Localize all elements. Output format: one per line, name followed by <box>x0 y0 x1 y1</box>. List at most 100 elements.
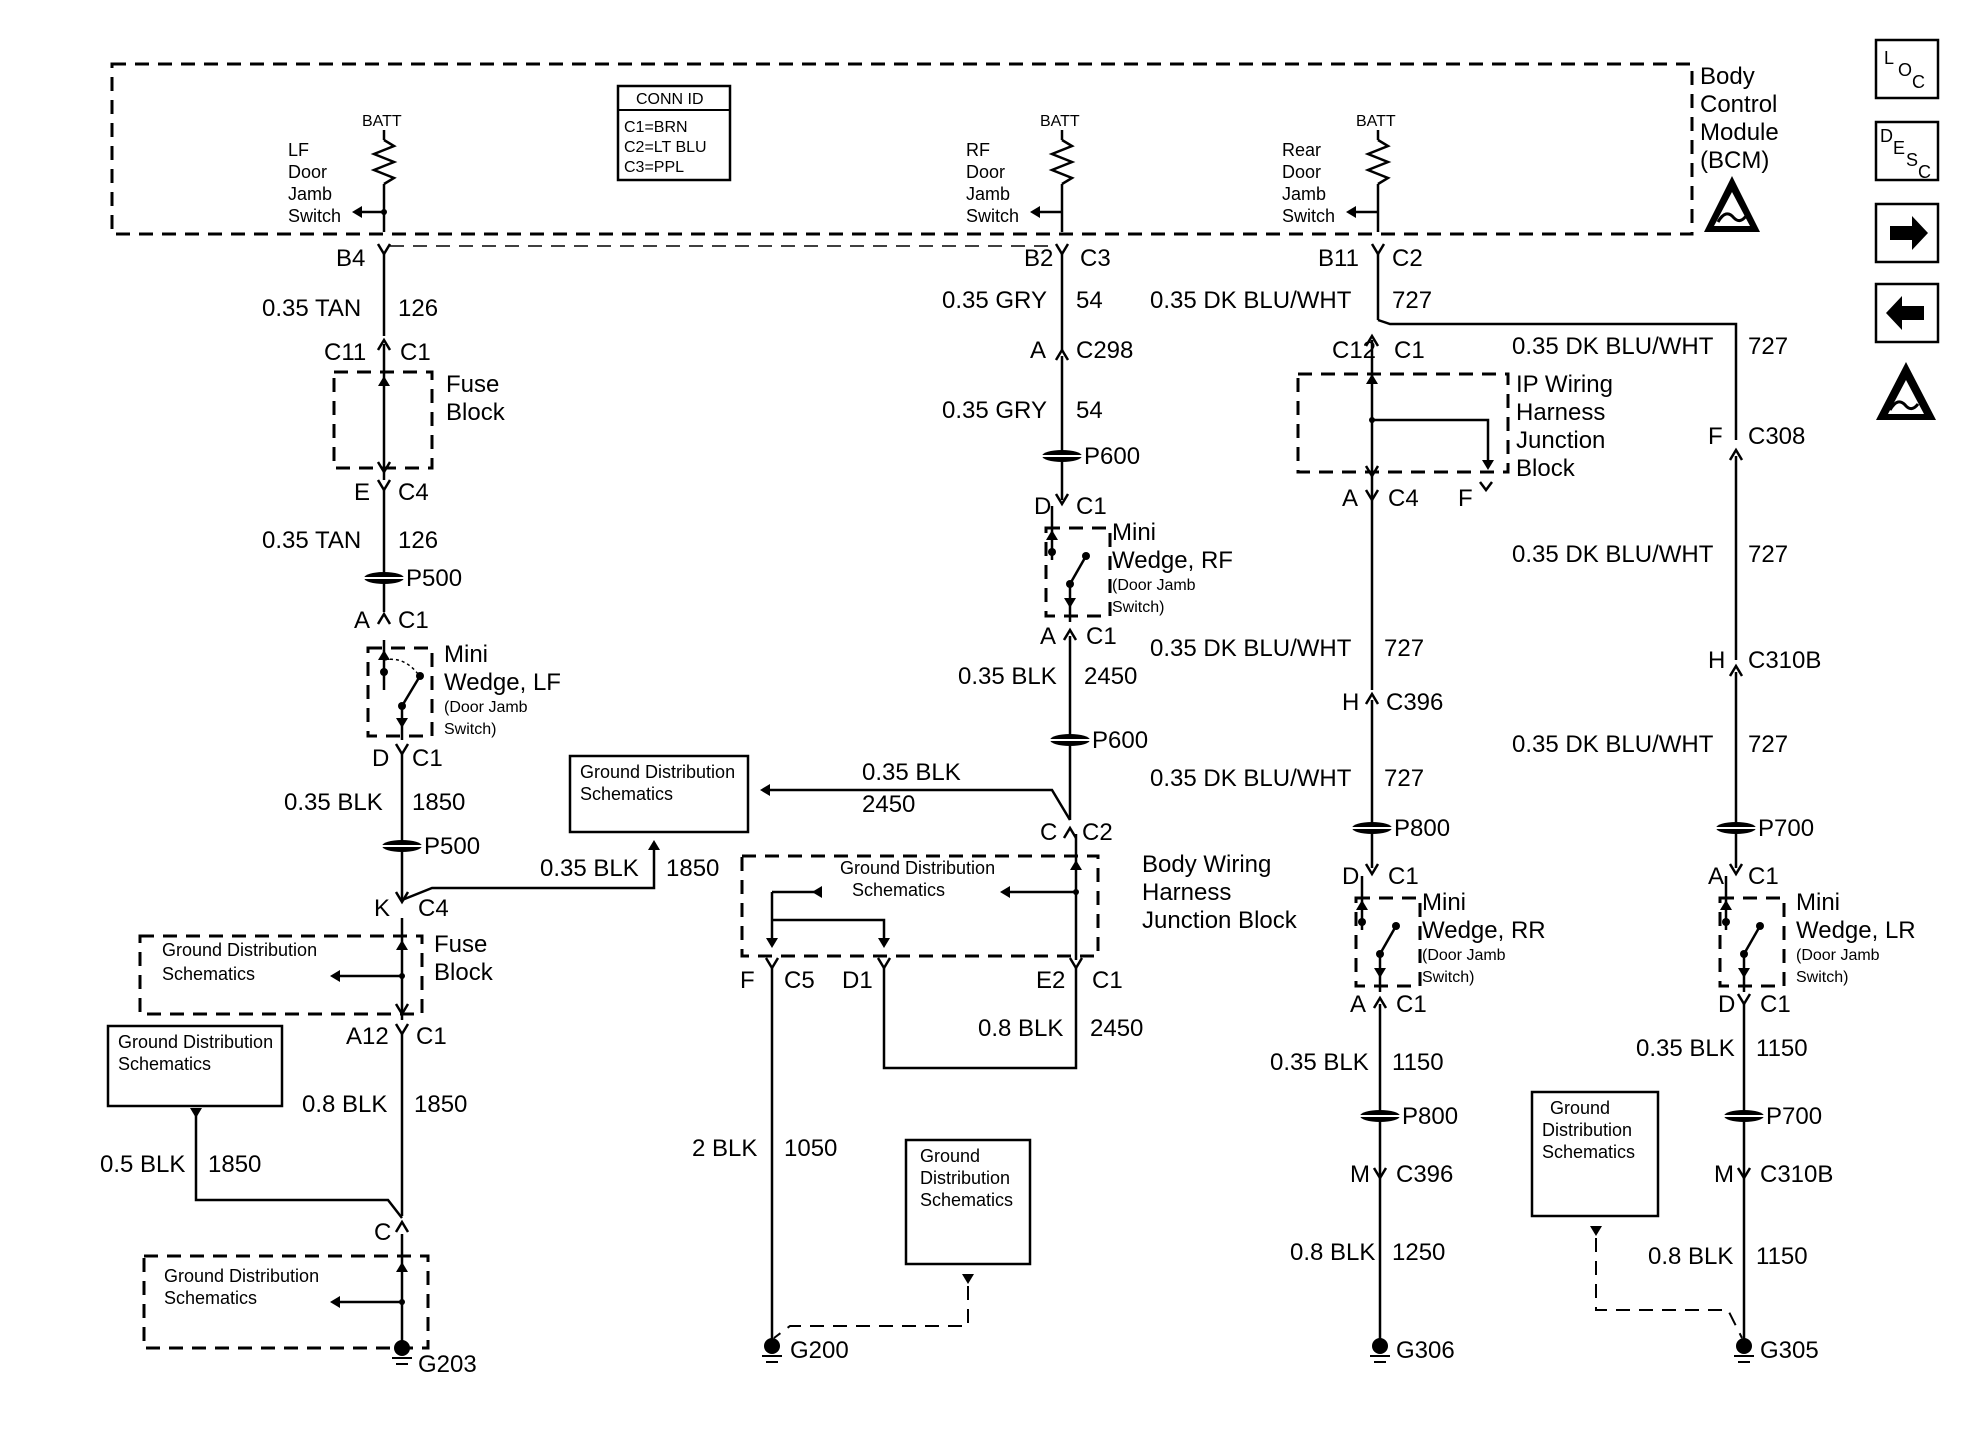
svg-text:Jamb: Jamb <box>966 184 1010 204</box>
rf-circuit: B2 C3 0.35 GRY 54 A C298 0.35 GRY 54 P60… <box>568 243 1298 1364</box>
svg-text:S: S <box>1906 150 1918 170</box>
svg-text:F: F <box>740 967 755 994</box>
svg-text:Schematics: Schematics <box>164 1288 257 1308</box>
desc-button[interactable]: D E S C <box>1874 120 1940 182</box>
left-arrow-icon <box>1886 296 1924 330</box>
svg-text:C2=LT BLU: C2=LT BLU <box>624 139 707 156</box>
svg-text:CONN ID: CONN ID <box>636 91 704 108</box>
svg-text:Ground Distribution: Ground Distribution <box>162 940 317 960</box>
svg-text:BATT: BATT <box>1040 113 1080 130</box>
svg-text:M: M <box>1350 1161 1370 1188</box>
svg-text:C396: C396 <box>1396 1161 1453 1188</box>
svg-text:Ground: Ground <box>1550 1098 1610 1118</box>
svg-text:Block: Block <box>434 959 494 986</box>
svg-text:A: A <box>1040 623 1056 650</box>
svg-text:Switch): Switch) <box>444 721 496 738</box>
svg-text:P500: P500 <box>424 833 480 860</box>
svg-text:P700: P700 <box>1766 1103 1822 1130</box>
svg-text:0.35 BLK: 0.35 BLK <box>1270 1049 1369 1076</box>
svg-text:C1: C1 <box>1388 863 1419 890</box>
svg-text:C1: C1 <box>412 745 443 772</box>
svg-text:126: 126 <box>398 527 438 554</box>
svg-text:0.8 BLK: 0.8 BLK <box>1648 1243 1733 1270</box>
loc-button[interactable]: L O C <box>1874 38 1940 100</box>
svg-text:D: D <box>1342 863 1359 890</box>
svg-text:A: A <box>1030 337 1046 364</box>
svg-text:Schematics: Schematics <box>580 784 673 804</box>
svg-text:Jamb: Jamb <box>1282 184 1326 204</box>
svg-text:Harness: Harness <box>1142 879 1231 906</box>
svg-text:IP Wiring: IP Wiring <box>1516 371 1613 398</box>
svg-text:Door: Door <box>966 162 1005 182</box>
svg-text:727: 727 <box>1748 731 1788 758</box>
svg-text:(Door Jamb: (Door Jamb <box>1112 577 1196 594</box>
rr-circuit: B11 C2 0.35 DK BLU/WHT 727 C12 C1 IP Wir… <box>1150 243 1738 1364</box>
svg-text:1150: 1150 <box>1756 1243 1808 1270</box>
svg-text:Body: Body <box>1700 63 1755 90</box>
svg-text:C1: C1 <box>398 607 429 634</box>
svg-text:Wedge, LR: Wedge, LR <box>1796 917 1916 944</box>
svg-text:0.35 DK BLU/WHT: 0.35 DK BLU/WHT <box>1150 287 1352 314</box>
svg-text:Block: Block <box>1516 455 1576 482</box>
svg-text:C: C <box>374 1219 391 1246</box>
svg-text:Ground Distribution: Ground Distribution <box>840 858 995 878</box>
svg-text:D: D <box>1034 493 1051 520</box>
bcm-label: Body Control Module (BCM) <box>1700 63 1779 174</box>
svg-text:54: 54 <box>1076 397 1103 424</box>
svg-text:Door: Door <box>1282 162 1321 182</box>
svg-text:1150: 1150 <box>1392 1049 1444 1076</box>
svg-text:Control: Control <box>1700 91 1777 118</box>
svg-text:H: H <box>1708 647 1725 674</box>
back-arrow-button[interactable] <box>1874 282 1940 344</box>
svg-text:0.35 GRY: 0.35 GRY <box>942 397 1047 424</box>
svg-text:M: M <box>1714 1161 1734 1188</box>
svg-text:0.5 BLK: 0.5 BLK <box>100 1151 185 1178</box>
svg-text:Schematics: Schematics <box>920 1190 1013 1210</box>
svg-text:C2: C2 <box>1392 245 1423 272</box>
svg-text:C4: C4 <box>398 479 429 506</box>
conn-id-box: CONN ID C1=BRN C2=LT BLU C3=PPL <box>616 84 732 182</box>
svg-text:1850: 1850 <box>666 855 719 882</box>
bcm-lf-input: BATT LF Door Jamb Switch <box>288 113 402 232</box>
svg-text:Fuse: Fuse <box>446 371 499 398</box>
svg-text:G306: G306 <box>1396 1337 1455 1364</box>
svg-text:Switch: Switch <box>1282 206 1335 226</box>
next-arrow-button[interactable] <box>1874 202 1940 264</box>
svg-text:C298: C298 <box>1076 337 1133 364</box>
svg-text:C1=BRN: C1=BRN <box>624 119 688 136</box>
svg-text:B2: B2 <box>1024 245 1053 272</box>
svg-text:C396: C396 <box>1386 689 1443 716</box>
svg-text:Block: Block <box>446 399 506 426</box>
svg-text:G200: G200 <box>790 1337 849 1364</box>
svg-text:E: E <box>1893 138 1905 158</box>
svg-text:0.35 TAN: 0.35 TAN <box>262 295 361 322</box>
svg-text:727: 727 <box>1384 765 1424 792</box>
svg-text:54: 54 <box>1076 287 1103 314</box>
svg-text:BATT: BATT <box>1356 113 1396 130</box>
svg-text:(Door Jamb: (Door Jamb <box>1422 947 1506 964</box>
svg-text:Switch: Switch <box>966 206 1019 226</box>
svg-text:C1: C1 <box>1748 863 1779 890</box>
svg-text:1150: 1150 <box>1756 1035 1808 1062</box>
svg-text:Switch): Switch) <box>1796 969 1848 986</box>
svg-text:C308: C308 <box>1748 423 1805 450</box>
svg-text:O: O <box>1898 60 1912 80</box>
svg-text:A: A <box>1708 863 1724 890</box>
svg-text:0.35 BLK: 0.35 BLK <box>540 855 639 882</box>
bcm-outline <box>110 62 1694 236</box>
svg-text:F: F <box>1458 485 1473 512</box>
lf-circuit: B4 0.35 TAN 126 C11 C1 Fuse Block E C4 0… <box>100 243 719 1378</box>
svg-text:1250: 1250 <box>1392 1239 1445 1266</box>
svg-text:(Door Jamb: (Door Jamb <box>444 699 528 716</box>
svg-text:2450: 2450 <box>862 791 915 818</box>
svg-text:0.35 DK BLU/WHT: 0.35 DK BLU/WHT <box>1150 765 1352 792</box>
svg-text:Schematics: Schematics <box>162 964 255 984</box>
svg-text:C11: C11 <box>324 339 366 366</box>
svg-text:0.8 BLK: 0.8 BLK <box>1290 1239 1375 1266</box>
svg-text:C1: C1 <box>416 1023 447 1050</box>
svg-text:Distribution: Distribution <box>1542 1120 1632 1140</box>
svg-text:P800: P800 <box>1402 1103 1458 1130</box>
svg-text:LF: LF <box>288 140 309 160</box>
svg-text:Wedge, LF: Wedge, LF <box>444 669 561 696</box>
svg-text:A: A <box>1350 991 1366 1018</box>
